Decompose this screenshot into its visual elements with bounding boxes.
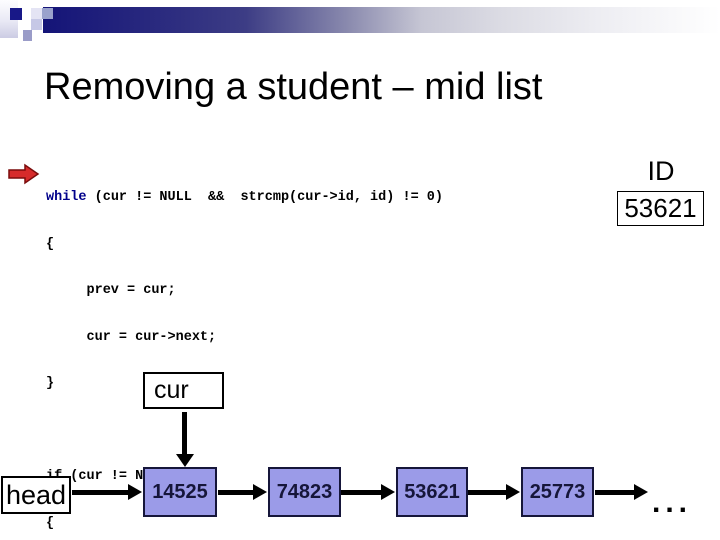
head-pointer-box: head xyxy=(1,476,71,514)
code-keyword: while xyxy=(46,190,87,205)
arrow-head-to-node1 xyxy=(72,484,142,500)
code-line: prev = cur; xyxy=(46,283,443,300)
code-line: while (cur != NULL && strcmp(cur->id, id… xyxy=(46,190,443,207)
list-node: 74823 xyxy=(268,467,341,517)
code-line: { xyxy=(46,237,443,254)
code-text: { xyxy=(46,236,55,252)
deco-square-pale xyxy=(31,8,42,19)
list-node: 25773 xyxy=(521,467,594,517)
arrow-node4-to-rest xyxy=(595,484,648,500)
code-line: cur = cur->next; xyxy=(46,330,443,347)
arrow-node3-to-node4 xyxy=(468,484,520,500)
deco-square-slate xyxy=(42,8,53,19)
code-line: } xyxy=(46,376,443,393)
deco-square-lavender xyxy=(23,30,32,41)
id-caption: ID xyxy=(647,156,675,186)
deco-square-light xyxy=(31,19,42,30)
code-text: cur = cur->next; xyxy=(46,329,217,345)
red-block-arrow-icon xyxy=(8,163,40,185)
code-text: prev = cur; xyxy=(46,283,176,298)
slide-title: Removing a student – mid list xyxy=(44,66,543,108)
arrow-node2-to-node3 xyxy=(341,484,395,500)
code-text: (cur != NULL && strcmp(cur->id, id) != 0… xyxy=(86,190,443,205)
list-ellipsis: ... xyxy=(652,486,693,519)
code-block: while (cur != NULL && strcmp(cur->id, id… xyxy=(46,160,443,540)
id-value-box: 53621 xyxy=(617,191,704,226)
list-node: 53621 xyxy=(396,467,468,517)
code-line: { xyxy=(46,516,443,533)
code-text: { xyxy=(46,515,55,531)
code-text: } xyxy=(46,376,55,391)
code-blank-line xyxy=(46,423,443,440)
top-gradient-bar xyxy=(43,7,720,33)
deco-square-navy xyxy=(10,8,22,20)
arrow-node1-to-node2 xyxy=(218,484,267,500)
list-node: 14525 xyxy=(143,467,217,517)
cur-arrow-down xyxy=(175,412,194,467)
cur-pointer-box: cur xyxy=(143,372,224,409)
